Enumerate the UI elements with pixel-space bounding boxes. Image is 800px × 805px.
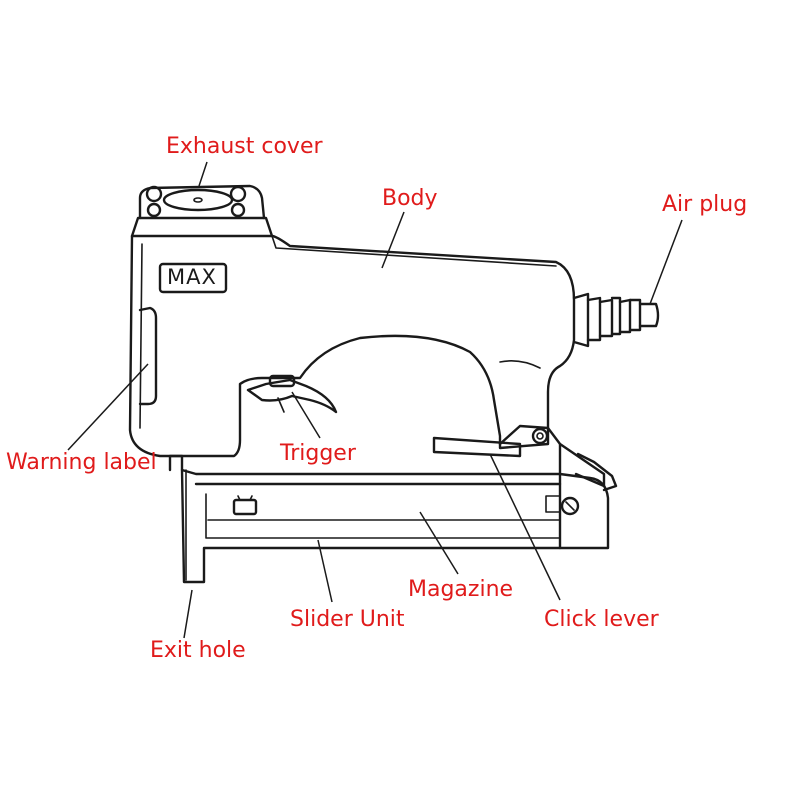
trigger-leader [291, 391, 321, 439]
max-brand-text: MAX [167, 265, 217, 289]
magazine-leader [419, 511, 459, 575]
slider-unit-leader [317, 539, 333, 603]
label-exhaust-cover: Exhaust cover [166, 134, 323, 159]
leader-lines [67, 161, 683, 639]
exhaust-cover-leader [198, 161, 208, 187]
click-lever-drawing [432, 424, 618, 550]
label-click-lever: Click lever [544, 607, 659, 632]
label-trigger: Trigger [280, 441, 356, 466]
body-leader [381, 211, 405, 269]
label-slider-unit: Slider Unit [290, 607, 405, 632]
label-magazine: Magazine [408, 577, 514, 602]
air-plug-leader [649, 219, 683, 305]
exhaust-cover-drawing [130, 184, 274, 238]
exit-hole-leader [183, 589, 193, 639]
label-body: Body [382, 186, 438, 211]
magazine-drawing [168, 454, 562, 584]
label-warning-label: Warning label [6, 450, 157, 475]
warning-label-leader [67, 363, 149, 451]
max-brand-badge [158, 262, 228, 294]
click-lever-leader [489, 453, 561, 601]
trigger-drawing [246, 374, 338, 414]
body-drawing [128, 234, 660, 458]
label-air-plug: Air plug [662, 192, 748, 217]
label-exit-hole: Exit hole [150, 638, 246, 663]
